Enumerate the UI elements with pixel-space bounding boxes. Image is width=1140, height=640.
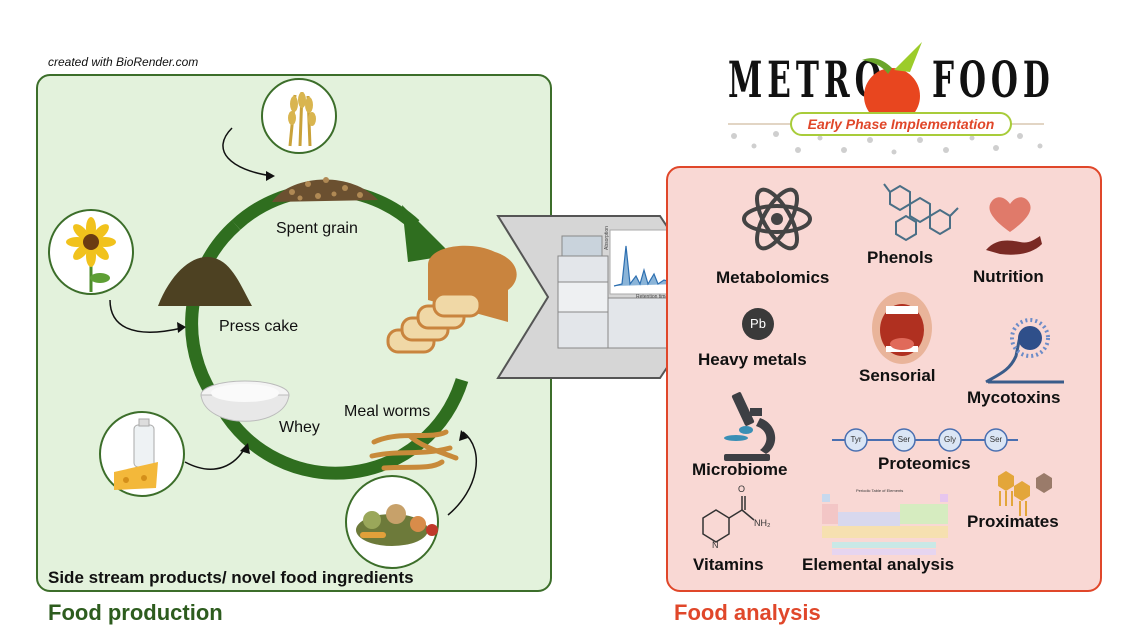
label-sensorial: Sensorial bbox=[859, 366, 936, 385]
analysis-icons bbox=[702, 183, 1064, 555]
label-press-cake: Press cake bbox=[219, 318, 299, 335]
sunflower-icon bbox=[48, 209, 134, 295]
label-whey: Whey bbox=[279, 419, 320, 436]
tomato-icon bbox=[862, 42, 922, 124]
label-metabolomics: Metabolomics bbox=[716, 268, 830, 287]
label-elemental-analysis: Elemental analysis bbox=[802, 555, 955, 574]
periodic-table-icon bbox=[822, 494, 948, 555]
label-meal-worms: Meal worms bbox=[344, 403, 431, 420]
label-proteomics: Proteomics bbox=[878, 454, 971, 473]
nutrition-heart-icon bbox=[986, 197, 1042, 255]
label-microbiome: Microbiome bbox=[692, 460, 788, 479]
logo-tagline-pill: Early Phase Implementation bbox=[790, 112, 1012, 136]
label-nutrition: Nutrition bbox=[973, 267, 1044, 286]
metrofood-logo: METRO FOOD Early Phase Implementation bbox=[724, 20, 1054, 160]
dairy-icon bbox=[99, 411, 185, 497]
chromatogram-axis-y: Absorption bbox=[604, 226, 610, 250]
spent-grain-icon bbox=[272, 177, 378, 202]
cycle-arrowhead bbox=[402, 205, 452, 262]
press-cake-icon bbox=[158, 256, 252, 306]
peptide-residue-3: Gly bbox=[944, 435, 956, 444]
credit-text: created with BioRender.com bbox=[48, 55, 199, 69]
food-production-title: Food production bbox=[48, 600, 223, 625]
sensorial-mouth-icon bbox=[872, 292, 932, 364]
bread-icon bbox=[386, 245, 517, 354]
label-proximates: Proximates bbox=[967, 512, 1059, 531]
pb-element-icon bbox=[742, 308, 774, 340]
chromatogram-axis-x: Retention time bbox=[636, 294, 669, 300]
pb-symbol: Pb bbox=[750, 316, 766, 331]
wheat-icon bbox=[261, 78, 337, 154]
food-production-panel bbox=[36, 74, 552, 592]
vitamin-o-label: O bbox=[738, 484, 746, 494]
label-mycotoxins: Mycotoxins bbox=[967, 388, 1061, 407]
label-phenols: Phenols bbox=[867, 248, 934, 267]
mycotoxin-fungus-icon bbox=[985, 318, 1064, 384]
atom-icon bbox=[742, 187, 812, 251]
peptide-residue-1: Tyr bbox=[850, 435, 862, 444]
microscope-icon bbox=[724, 392, 776, 461]
label-heavy-metals: Heavy metals bbox=[698, 350, 807, 369]
vitamin-nh2-label: NH₂ bbox=[754, 518, 771, 528]
vitamin-n-label: N bbox=[712, 540, 719, 550]
phenols-molecule-icon bbox=[883, 183, 959, 242]
proximates-lipid-icon bbox=[998, 471, 1052, 516]
peptide-residue-4: Ser bbox=[989, 435, 1003, 444]
periodic-table-title: Periodic Table of Elements bbox=[856, 488, 904, 493]
logo-text-left: METRO bbox=[728, 50, 887, 109]
logo-tagline: Early Phase Implementation bbox=[807, 116, 995, 132]
production-footer: Side stream products/ novel food ingredi… bbox=[48, 568, 414, 587]
meal-worms-icon bbox=[369, 429, 459, 471]
label-vitamins: Vitamins bbox=[693, 555, 764, 574]
peptide-residue-2: Ser bbox=[897, 435, 911, 444]
food-waste-icon bbox=[345, 475, 439, 569]
label-spent-grain: Spent grain bbox=[276, 220, 358, 237]
food-analysis-title: Food analysis bbox=[674, 600, 821, 625]
logo-text-right: FOOD bbox=[932, 50, 1055, 109]
vitamin-molecule-icon bbox=[702, 496, 755, 543]
production-diagram bbox=[48, 78, 517, 569]
whey-bowl-icon bbox=[200, 380, 290, 422]
